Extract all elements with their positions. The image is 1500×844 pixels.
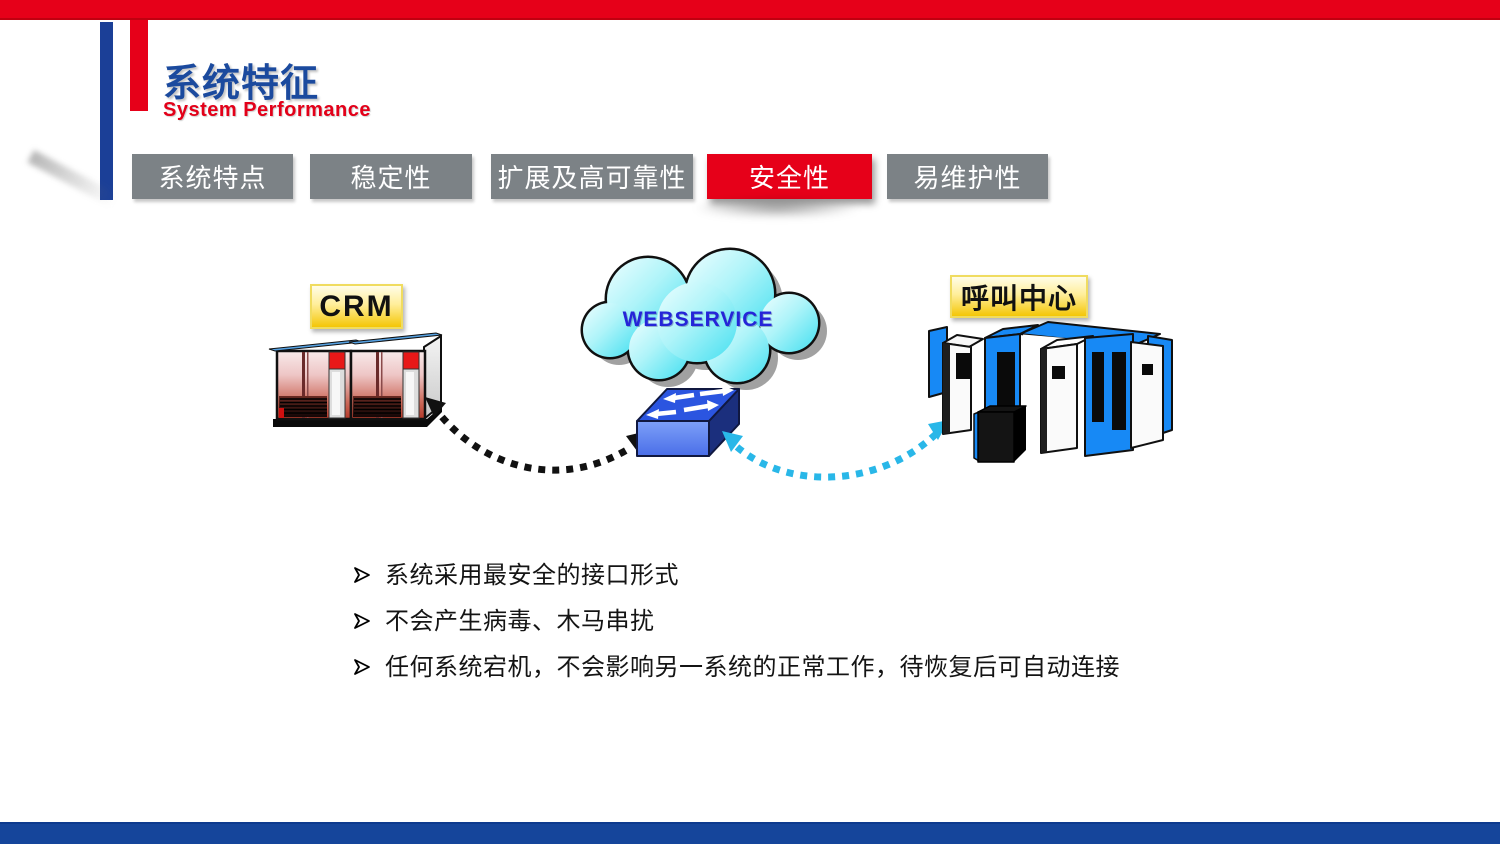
callcenter-label: 呼叫中心: [950, 275, 1088, 318]
tab-stability[interactable]: 稳定性: [310, 154, 472, 199]
left-blue-stripe: [100, 22, 113, 200]
top-accent-bar: [0, 0, 1500, 20]
list-item: 系统采用最安全的接口形式: [352, 560, 1120, 592]
tab-security[interactable]: 安全性: [707, 154, 872, 199]
page-title: 系统特征: [163, 63, 320, 105]
network-switch-icon: [636, 385, 740, 457]
page-subtitle: System Performance: [163, 99, 371, 121]
red-server-racks-icon: [268, 332, 443, 427]
list-item: 不会产生病毒、木马串扰: [352, 606, 1120, 638]
bullet-text: 不会产生病毒、木马串扰: [385, 608, 655, 635]
arrowhead-bullet-icon: [354, 613, 370, 629]
dotted-arc-arrow-black: [425, 397, 647, 474]
tab-maintainability[interactable]: 易维护性: [887, 154, 1048, 199]
list-item: 任何系统宕机，不会影响另一系统的正常工作，待恢复后可自动连接: [352, 652, 1120, 684]
arrowhead-bullet-icon: [354, 659, 370, 675]
blue-server-cluster-icon: [928, 321, 1173, 463]
webservice-label: WEBSERVICE: [622, 308, 774, 331]
bottom-accent-bar: [0, 822, 1500, 844]
cloud-icon: [580, 247, 827, 390]
bullet-list: 系统采用最安全的接口形式 不会产生病毒、木马串扰 任何系统宕机，不会影响另一系统…: [352, 560, 1120, 698]
bullet-text: 系统采用最安全的接口形式: [385, 562, 679, 589]
tab-system-features[interactable]: 系统特点: [132, 154, 293, 199]
left-red-stripe: [130, 20, 148, 111]
arrowhead-bullet-icon: [354, 567, 370, 583]
tab-scalability[interactable]: 扩展及高可靠性: [491, 154, 693, 199]
dotted-arc-arrow-cyan: [722, 420, 949, 481]
crm-label: CRM: [310, 284, 403, 329]
active-tab-shadow: [692, 198, 862, 218]
bullet-text: 任何系统宕机，不会影响另一系统的正常工作，待恢复后可自动连接: [385, 654, 1120, 681]
